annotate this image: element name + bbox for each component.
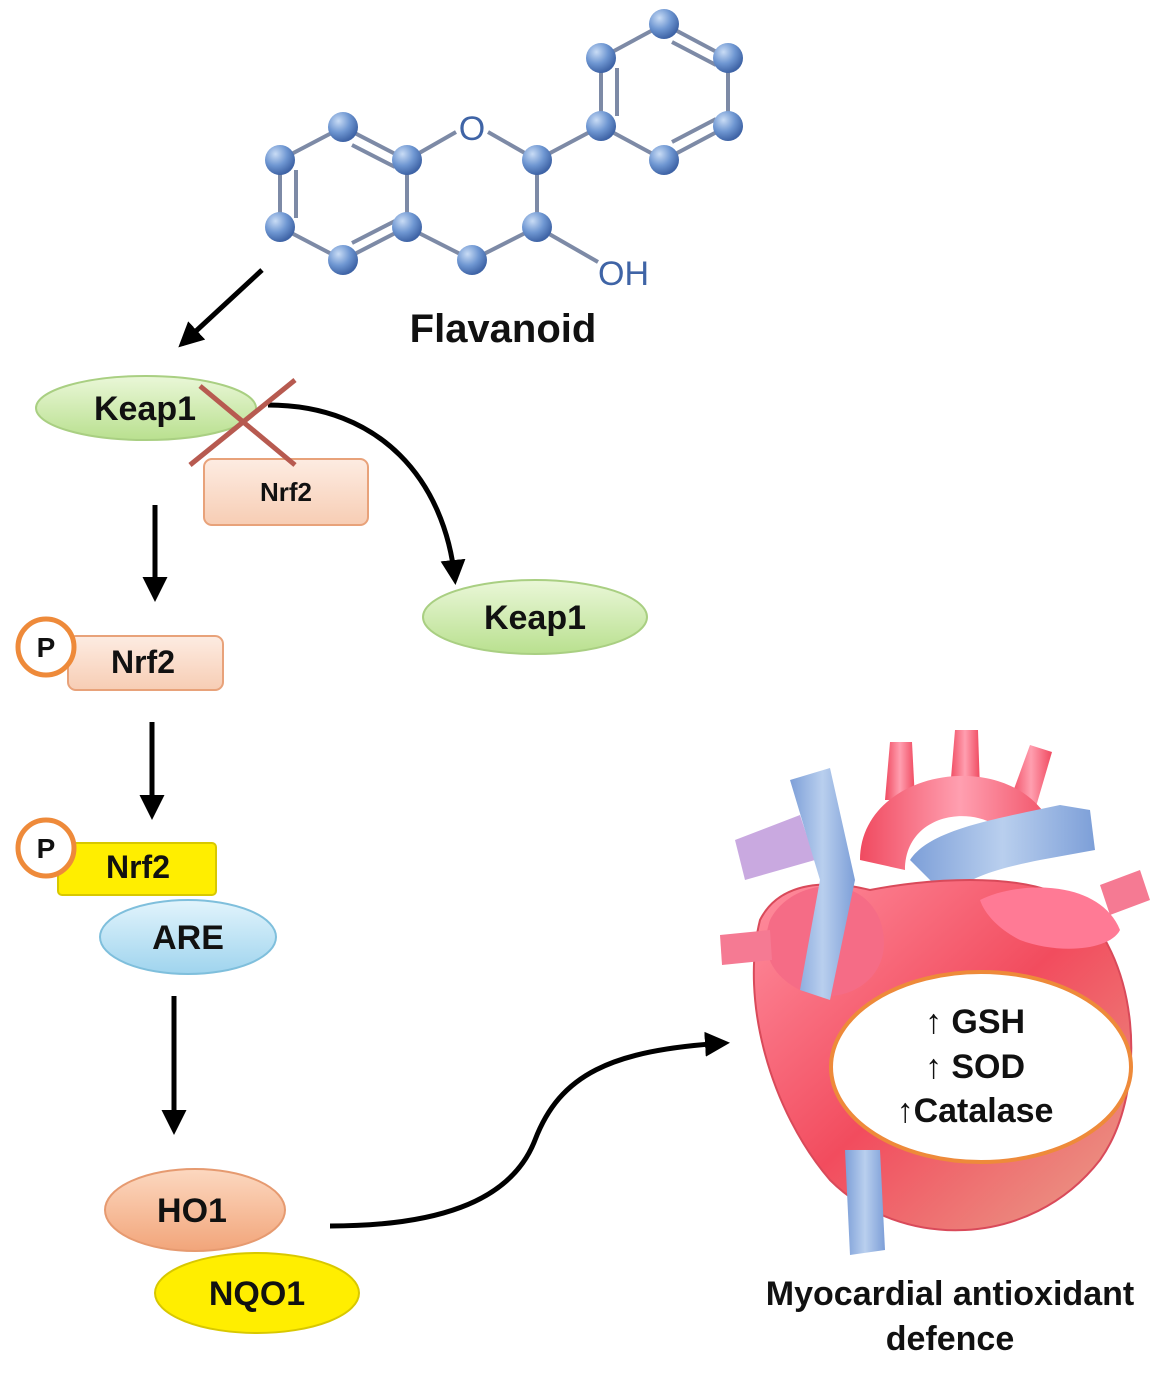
nrf2-active-label: Nrf2 <box>106 849 170 885</box>
ho1-ellipse <box>104 1168 286 1252</box>
arrow-flavanoid-to-keap1 <box>178 268 264 348</box>
oxygen-label: O <box>459 110 485 148</box>
keap1-nrf2-complex: Nrf2 Keap1 <box>35 375 369 526</box>
molecule-atoms <box>265 9 743 275</box>
phospho-nrf2: Nrf2 P <box>15 616 224 691</box>
heart-info-oval <box>829 970 1133 1164</box>
p-badge-2-circle <box>15 817 77 879</box>
p-badge-1-circle <box>15 616 77 678</box>
caption-line-1: Myocardial antioxidant <box>766 1275 1134 1313</box>
arrow-enzymes-to-heart <box>329 1031 730 1229</box>
keap1-bound-ellipse <box>35 375 257 441</box>
keap1-bound-label: Keap1 <box>94 390 196 428</box>
caption-line-2: defence <box>886 1320 1015 1358</box>
are-label: ARE <box>152 919 224 957</box>
flavanoid-molecule: O OH Flavanoid <box>265 9 743 351</box>
nrf2-bound-label: Nrf2 <box>260 477 312 507</box>
heart-line-sod: ↑ SOD <box>925 1048 1025 1086</box>
arrow-keap1-release <box>267 402 466 585</box>
nqo1-ellipse <box>154 1252 360 1334</box>
p-badge-2-label: P <box>37 833 56 864</box>
active-nrf2-are: Nrf2 P ARE <box>15 817 277 975</box>
keap1-released: Keap1 <box>422 579 648 655</box>
nqo1-label: NQO1 <box>209 1275 305 1313</box>
heart-illustration: ↑ GSH ↑ SOD ↑Catalase <box>720 730 1150 1255</box>
nrf2-phos-label: Nrf2 <box>111 644 175 680</box>
heart-line-gsh: ↑ GSH <box>925 1003 1025 1041</box>
molecule-name: Flavanoid <box>410 307 597 351</box>
arrows <box>139 268 730 1229</box>
cross-mark <box>188 378 297 467</box>
keap1-released-label: Keap1 <box>484 599 586 637</box>
are-ellipse <box>99 899 277 975</box>
heart-line-catalase: ↑Catalase <box>897 1092 1054 1130</box>
hydroxyl-label: OH <box>598 255 649 293</box>
molecule-bonds <box>278 22 730 264</box>
ho1-label: HO1 <box>157 1192 227 1230</box>
enzymes: HO1 NQO1 <box>104 1168 360 1334</box>
keap1-released-ellipse <box>422 579 648 655</box>
p-badge-1-label: P <box>37 632 56 663</box>
